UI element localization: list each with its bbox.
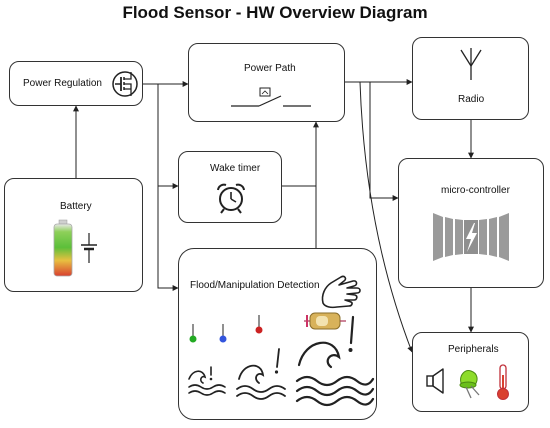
tilt-switch-icon	[304, 312, 346, 330]
wave-medium-icon	[236, 348, 286, 400]
diagram-title: Flood Sensor - HW Overview Diagram	[122, 3, 428, 22]
power-path-block: Power Path	[188, 43, 345, 122]
peripherals-block: Peripherals	[412, 332, 529, 412]
power-regulation-block: Power Regulation	[9, 61, 143, 106]
wave-large-icon	[295, 315, 375, 407]
radio-block: Radio	[412, 37, 529, 120]
radio-label: Radio	[458, 94, 485, 105]
peripherals-label: Peripherals	[448, 344, 499, 355]
led-red-icon	[255, 315, 263, 334]
mcu-chip-icon	[433, 213, 509, 261]
wake-timer-label: Wake timer	[210, 163, 261, 174]
battery-label: Battery	[60, 201, 92, 212]
mosfet-icon	[112, 71, 138, 97]
wake-timer-block: Wake timer	[178, 151, 282, 223]
speaker-icon	[426, 368, 444, 394]
flood-detection-label: Flood/Manipulation Detection	[190, 280, 320, 291]
micro-controller-block: micro-controller	[398, 158, 544, 288]
battery-block: Battery	[4, 178, 143, 292]
antenna-icon	[460, 48, 482, 80]
led-blue-icon	[219, 324, 227, 343]
power-regulation-label: Power Regulation	[23, 78, 102, 89]
power-path-label: Power Path	[244, 63, 296, 74]
led-icon	[459, 370, 480, 399]
hand-icon	[321, 275, 361, 309]
thermometer-icon	[497, 364, 509, 400]
switch-icon	[231, 87, 311, 107]
flood-detection-block: Flood/Manipulation Detection	[178, 248, 377, 420]
alarm-clock-icon	[217, 183, 245, 214]
wave-small-icon	[188, 366, 226, 396]
micro-controller-label: micro-controller	[441, 185, 510, 196]
led-green-icon	[189, 324, 197, 343]
battery-icon	[53, 219, 97, 277]
